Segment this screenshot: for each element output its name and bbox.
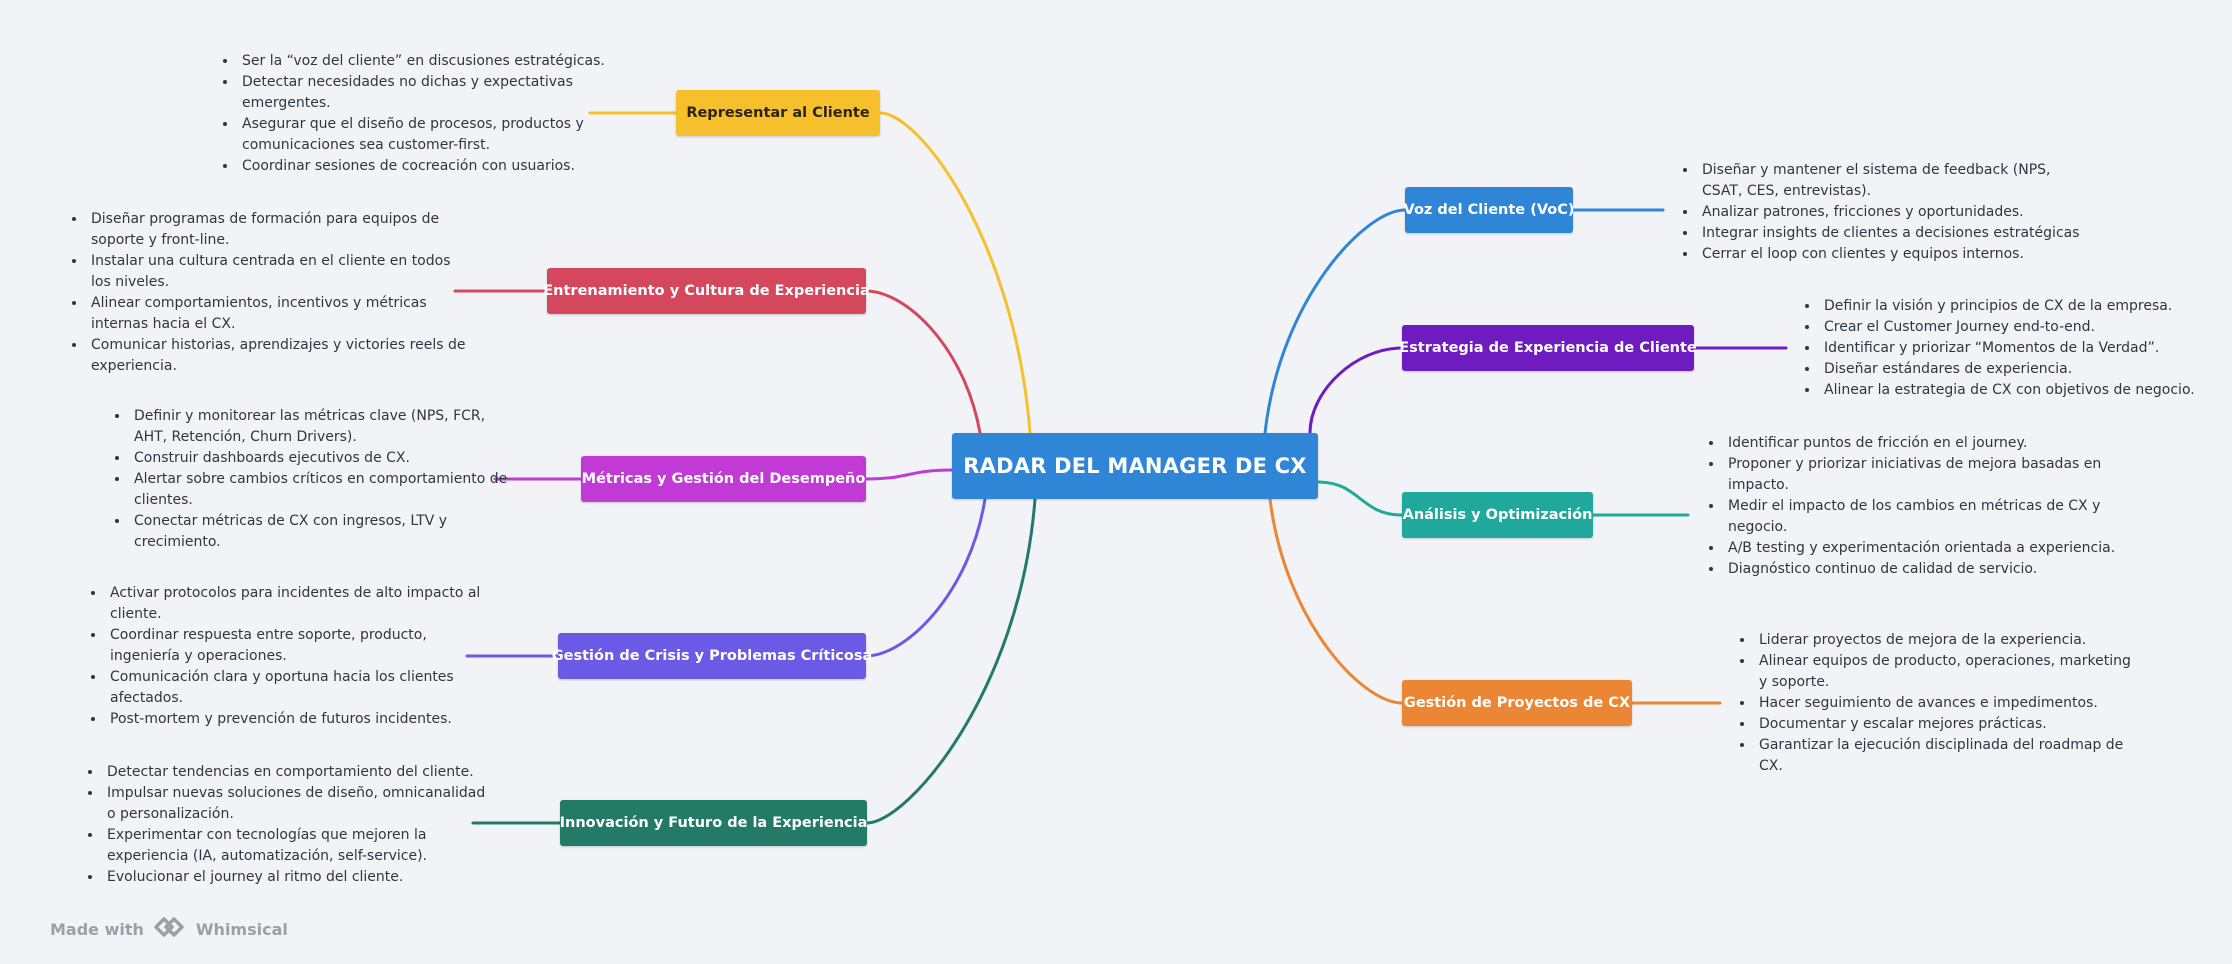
connector-metricas [864, 468, 954, 481]
list-item: Definir la visión y principios de CX de … [1820, 296, 2230, 317]
list-item: Activar protocolos para incidentes de al… [106, 583, 489, 625]
connector-analisis [1316, 480, 1404, 517]
list-item: Evolucionar el journey al ritmo del clie… [103, 867, 498, 888]
list-innovacion-futuro: Detectar tendencias en comportamiento de… [83, 762, 498, 888]
list-item: Definir y monitorear las métricas clave … [130, 406, 515, 448]
list-item: Comunicar historias, aprendizajes y vict… [87, 335, 473, 377]
list-item: Identificar y priorizar “Momentos de la … [1820, 338, 2230, 359]
connector-voz [1263, 208, 1407, 435]
whimsical-logo-icon [152, 914, 188, 944]
node-voz-del-cliente[interactable]: Voz del Cliente (VoC) [1404, 187, 1574, 233]
list-item: Identificar puntos de fricción en el jou… [1724, 433, 2122, 454]
node-entrenamiento-cultura[interactable]: Entrenamiento y Cultura de Experiencia [543, 268, 870, 314]
list-item: Asegurar que el diseño de procesos, prod… [238, 114, 620, 156]
connector-entrenamiento [864, 289, 982, 435]
list-item: Medir el impacto de los cambios en métri… [1724, 496, 2122, 538]
list-item: Proponer y priorizar iniciativas de mejo… [1724, 454, 2122, 496]
list-item: Impulsar nuevas soluciones de diseño, om… [103, 783, 498, 825]
node-estrategia-experiencia[interactable]: Estrategia de Experiencia de Cliente [1399, 325, 1697, 371]
list-item: Alinear comportamientos, incentivos y mé… [87, 293, 473, 335]
list-item: Detectar tendencias en comportamiento de… [103, 762, 498, 783]
made-with-label: Made with [50, 919, 144, 939]
list-estrategia-experiencia: Definir la visión y principios de CX de … [1800, 296, 2230, 401]
center-node[interactable]: RADAR DEL MANAGER DE CX [952, 433, 1318, 499]
connector-proyectos [1268, 497, 1404, 705]
list-metricas-desempeno: Definir y monitorear las métricas clave … [110, 406, 515, 553]
node-gestion-crisis[interactable]: Gestión de Crisis y Problemas Críticosa [552, 633, 872, 679]
list-representar-al-cliente: Ser la “voz del cliente” en discusiones … [218, 51, 620, 177]
list-item: Documentar y escalar mejores prácticas. [1755, 714, 2141, 735]
node-metricas-desempeno[interactable]: Métricas y Gestión del Desempeño [581, 456, 866, 502]
list-item: Integrar insights de clientes a decision… [1698, 223, 2094, 244]
list-item: Liderar proyectos de mejora de la experi… [1755, 630, 2141, 651]
made-with-whimsical-badge[interactable]: Made with Whimsical [50, 914, 288, 944]
list-item: Experimentar con tecnologías que mejoren… [103, 825, 498, 867]
list-item: Diseñar y mantener el sistema de feedbac… [1698, 160, 2094, 202]
list-item: Diseñar estándares de experiencia. [1820, 359, 2230, 380]
connector-representar [878, 111, 1032, 435]
list-item: Crear el Customer Journey end-to-end. [1820, 317, 2230, 338]
list-gestion-crisis: Activar protocolos para incidentes de al… [86, 583, 489, 730]
list-item: A/B testing y experimentación orientada … [1724, 538, 2122, 559]
node-innovacion-futuro[interactable]: Innovación y Futuro de la Experiencia [560, 800, 867, 846]
list-item: Hacer seguimiento de avances e impedimen… [1755, 693, 2141, 714]
list-analisis-optimizacion: Identificar puntos de fricción en el jou… [1704, 433, 2122, 580]
list-item: Garantizar la ejecución disciplinada del… [1755, 735, 2141, 777]
connector-estrategia [1308, 346, 1404, 435]
list-item: Diagnóstico continuo de calidad de servi… [1724, 559, 2122, 580]
list-item: Coordinar sesiones de cocreación con usu… [238, 156, 620, 177]
node-analisis-optimizacion[interactable]: Análisis y Optimización [1402, 492, 1593, 538]
list-item: Cerrar el loop con clientes y equipos in… [1698, 244, 2094, 265]
connector-crisis [864, 497, 987, 658]
list-item: Alertar sobre cambios críticos en compor… [130, 469, 515, 511]
list-item: Construir dashboards ejecutivos de CX. [130, 448, 515, 469]
list-item: Post-mortem y prevención de futuros inci… [106, 709, 489, 730]
list-item: Analizar patrones, fricciones y oportuni… [1698, 202, 2094, 223]
list-item: Diseñar programas de formación para equi… [87, 209, 473, 251]
list-item: Instalar una cultura centrada en el clie… [87, 251, 473, 293]
list-item: Conectar métricas de CX con ingresos, LT… [130, 511, 515, 553]
list-item: Alinear la estrategia de CX con objetivo… [1820, 380, 2230, 401]
list-item: Coordinar respuesta entre soporte, produ… [106, 625, 489, 667]
node-representar-al-cliente[interactable]: Representar al Cliente [676, 90, 880, 136]
connector-innovacion [865, 497, 1037, 825]
list-item: Comunicación clara y oportuna hacia los … [106, 667, 489, 709]
list-gestion-proyectos: Liderar proyectos de mejora de la experi… [1735, 630, 2141, 777]
list-voz-del-cliente: Diseñar y mantener el sistema de feedbac… [1678, 160, 2094, 265]
whimsical-brand-label: Whimsical [195, 919, 288, 939]
list-item: Ser la “voz del cliente” en discusiones … [238, 51, 620, 72]
list-item: Detectar necesidades no dichas y expecta… [238, 72, 620, 114]
node-gestion-proyectos[interactable]: Gestión de Proyectos de CX [1402, 680, 1632, 726]
list-entrenamiento-cultura: Diseñar programas de formación para equi… [67, 209, 473, 377]
list-item: Alinear equipos de producto, operaciones… [1755, 651, 2141, 693]
